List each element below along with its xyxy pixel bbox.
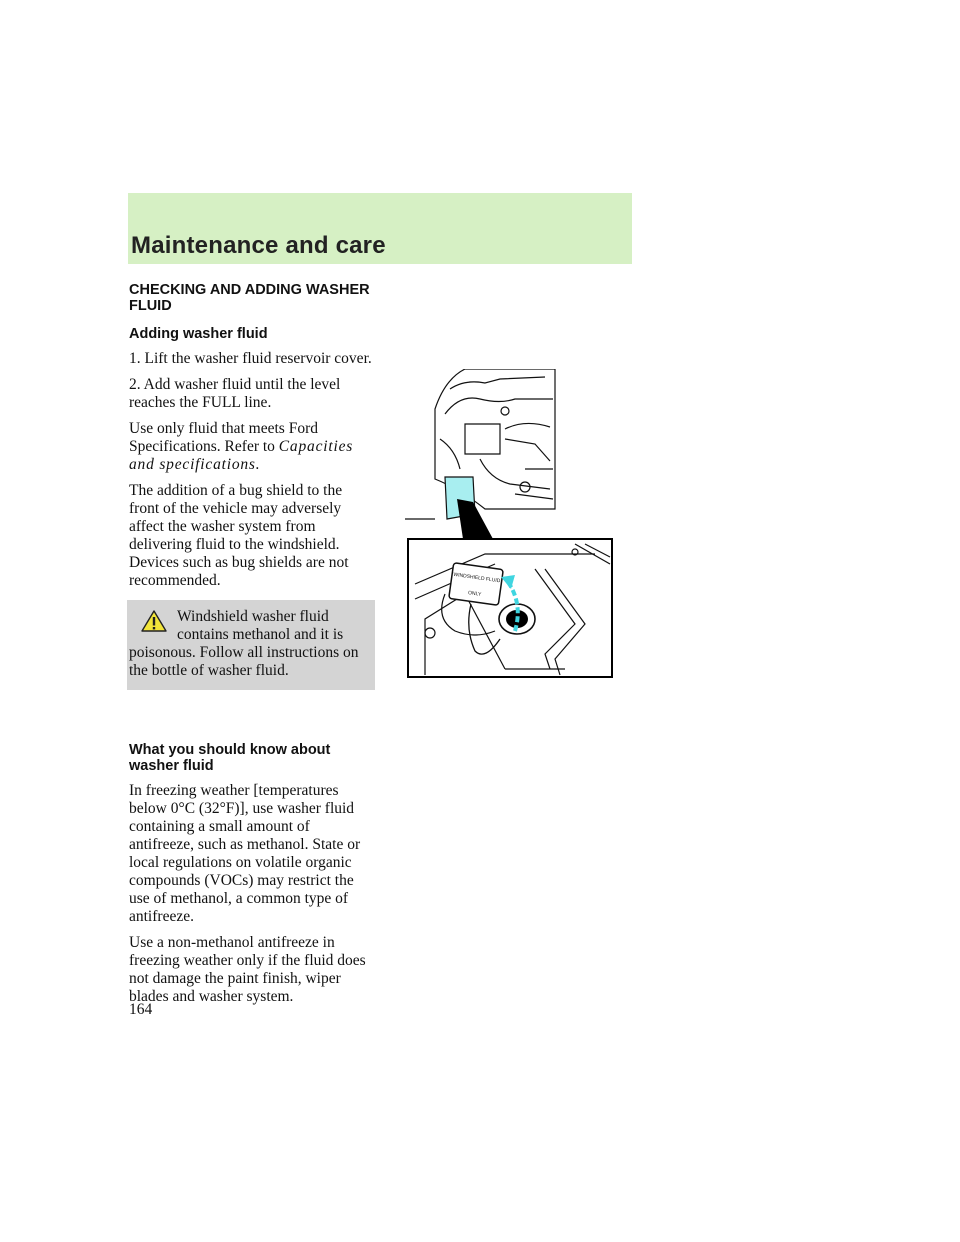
section-header-band <box>128 193 632 264</box>
section-title: Maintenance and care <box>131 232 386 259</box>
freezing-weather-paragraph: In freezing weather [temperatures below … <box>129 782 361 925</box>
spec-reference: Capacities and specifications. <box>129 438 354 473</box>
callout-pointer <box>457 499 493 539</box>
subheading-what-to-know: What you should know about washer fluid <box>129 742 331 774</box>
warning-triangle-icon <box>141 610 167 632</box>
warning-line-1: Windshield washer fluid <box>177 608 329 625</box>
warning-text: poisonous. Follow all instructions on th… <box>129 644 359 679</box>
subheading-adding-fluid: Adding washer fluid <box>129 326 268 342</box>
reservoir-cap: WINDSHIELD FLUID ONLY <box>448 562 504 606</box>
specification-paragraph: Use only fluid that meets Ford Specifica… <box>129 420 375 474</box>
main-text-column: CHECKING AND ADDING WASHER FLUID Adding … <box>127 282 375 1014</box>
warning-box: Windshield washer fluid contains methano… <box>127 600 375 690</box>
non-methanol-paragraph: Use a non-methanol antifreeze in freezin… <box>129 934 366 1005</box>
warning-line-2: contains methanol and it is <box>177 626 344 643</box>
cap-label-2: ONLY <box>468 590 483 598</box>
section-heading: CHECKING AND ADDING WASHER FLUID <box>129 282 370 314</box>
washer-reservoir-illustration: WINDSHIELD FLUID ONLY <box>405 369 613 678</box>
step-2: 2. Add washer fluid until the level reac… <box>129 376 341 411</box>
engine-compartment-drawing <box>405 369 556 520</box>
step-1: 1. Lift the washer fluid reservoir cover… <box>129 350 372 367</box>
page-number: 164 <box>129 1001 153 1018</box>
spec-text: Use only fluid that meets Ford Specifica… <box>129 420 318 455</box>
bug-shield-paragraph: The addition of a bug shield to the fron… <box>129 482 349 589</box>
